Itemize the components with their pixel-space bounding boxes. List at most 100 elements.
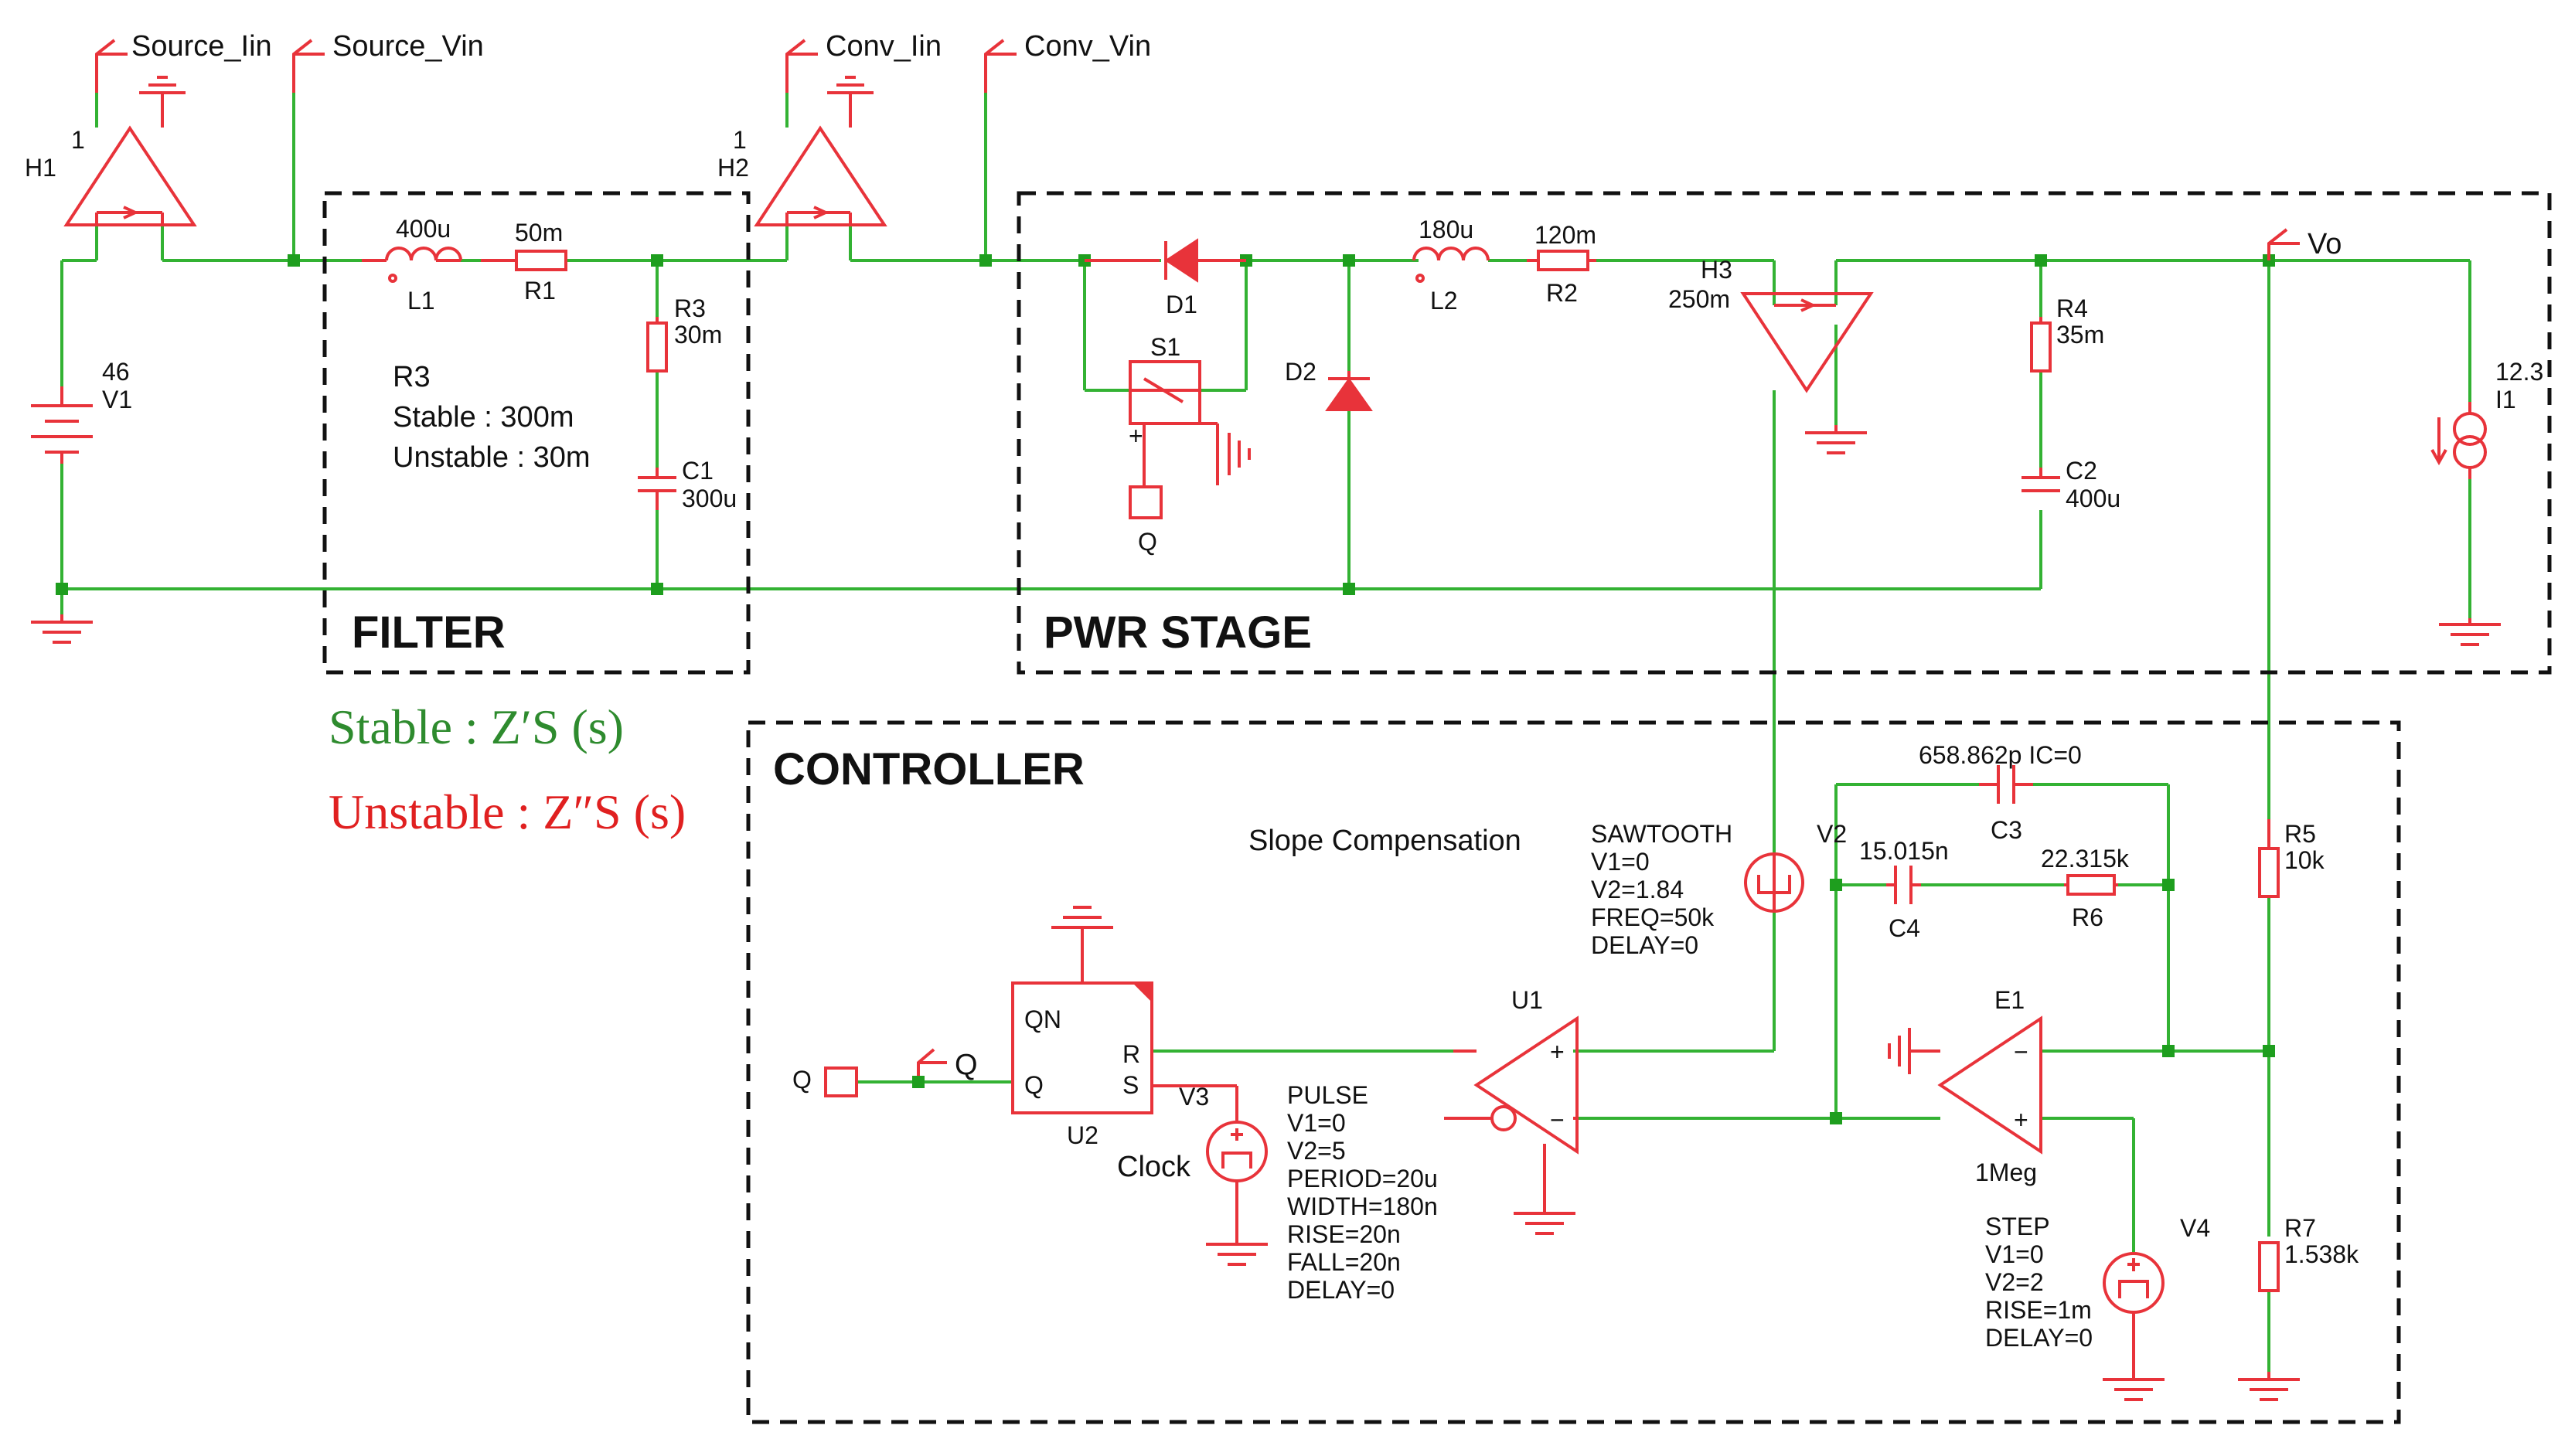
svg-text:+: + (1129, 422, 1143, 450)
capacitor-c3: 658.862p IC=0 C3 (1919, 741, 2082, 844)
current-sensor-h1: 1 H1 (25, 76, 197, 226)
svg-text:DELAY=0: DELAY=0 (1985, 1324, 2093, 1352)
diode-d2: D2 (1285, 358, 1373, 411)
svg-text:Q: Q (792, 1066, 812, 1094)
svg-text:Q: Q (1024, 1071, 1044, 1099)
svg-text:L1: L1 (407, 287, 435, 315)
probe-label: Vo (2308, 228, 2342, 260)
svg-text:D1: D1 (1166, 291, 1197, 318)
flip-flop-u2: QN Q R S U2 V3 (1011, 927, 1238, 1149)
probe-label: Conv_Vin (1024, 30, 1151, 63)
svg-text:RISE=20n: RISE=20n (1287, 1220, 1401, 1248)
svg-text:Unstable : 30m: Unstable : 30m (393, 441, 591, 474)
svg-text:46: 46 (102, 358, 130, 386)
junctions (56, 254, 2275, 1124)
clock-label: Clock (1117, 1151, 1191, 1183)
svg-text:V1=0: V1=0 (1985, 1240, 2044, 1268)
voltage-source-v1: 46 V1 (31, 358, 132, 464)
resistor-r5: R5 10k (2258, 819, 2325, 898)
svg-text:V3: V3 (1179, 1083, 1209, 1111)
svg-text:22.315k: 22.315k (2041, 845, 2130, 873)
svg-text:U2: U2 (1067, 1121, 1098, 1149)
svg-text:V2=5: V2=5 (1287, 1137, 1346, 1165)
step-source-v4: V4 STEP V1=0 V2=2 RISE=1m DELAY=0 (1985, 1213, 2210, 1352)
probe-conv-vin: Conv_Vin (984, 30, 1151, 93)
svg-text:35m: 35m (2056, 321, 2104, 349)
probe-label: Source_Iin (131, 30, 272, 63)
resistor-r1: 50m R1 (481, 219, 567, 304)
switch-s1: + S1 Q (1129, 333, 1251, 556)
svg-text:V1=0: V1=0 (1287, 1109, 1346, 1137)
svg-text:R4: R4 (2056, 294, 2088, 322)
probe-q: Q (917, 1048, 978, 1081)
svg-text:PULSE: PULSE (1287, 1081, 1368, 1109)
svg-text:120m: 120m (1534, 221, 1596, 249)
resistor-r4: R4 35m (2030, 294, 2104, 373)
filter-section-label: FILTER (352, 607, 506, 658)
svg-text:C4: C4 (1889, 914, 1920, 942)
svg-text:DELAY=0: DELAY=0 (1591, 931, 1698, 959)
svg-text:H3: H3 (1701, 256, 1732, 284)
svg-text:50m: 50m (515, 219, 563, 247)
svg-text:12.3: 12.3 (2495, 358, 2543, 386)
svg-text:FALL=20n: FALL=20n (1287, 1248, 1401, 1276)
svg-text:C1: C1 (682, 457, 714, 485)
current-source-i1: 12.3 I1 (2430, 358, 2543, 479)
svg-text:R3: R3 (393, 361, 431, 393)
probe-label: Q (955, 1049, 978, 1081)
svg-text:658.862p IC=0: 658.862p IC=0 (1919, 741, 2082, 769)
svg-text:400u: 400u (396, 215, 451, 243)
svg-text:300u: 300u (682, 485, 737, 512)
amplifier-e1: − + E1 1Meg (1937, 986, 2042, 1186)
svg-text:D2: D2 (1285, 358, 1316, 386)
svg-text:R7: R7 (2284, 1214, 2316, 1242)
pulse-source-v3: PULSE V1=0 V2=5 PERIOD=20u WIDTH=180n RI… (1206, 1081, 1438, 1304)
svg-text:DELAY=0: DELAY=0 (1287, 1276, 1395, 1304)
inductor-l2: 180u L2 (1412, 216, 1490, 315)
svg-text:180u: 180u (1419, 216, 1473, 243)
svg-text:15.015n: 15.015n (1859, 837, 1949, 865)
capacitor-c2: C2 400u (2022, 457, 2120, 512)
svg-text:1Meg: 1Meg (1975, 1158, 2037, 1186)
svg-text:V4: V4 (2180, 1214, 2210, 1242)
svg-text:R: R (1122, 1040, 1140, 1068)
svg-text:−: − (2014, 1038, 2028, 1066)
svg-text:R5: R5 (2284, 820, 2316, 848)
svg-text:C3: C3 (1991, 816, 2022, 844)
legend: Stable : Z′S (s) Unstable : Z″S (s) (329, 699, 686, 839)
q-port: Q (792, 1066, 858, 1097)
svg-text:−: − (1550, 1106, 1565, 1134)
ground-symbols (31, 425, 2501, 1401)
svg-text:R1: R1 (524, 277, 556, 304)
svg-text:E1: E1 (1994, 986, 2025, 1014)
svg-text:V1: V1 (102, 386, 132, 413)
svg-text:L2: L2 (1430, 287, 1458, 315)
svg-text:FREQ=50k: FREQ=50k (1591, 903, 1715, 931)
resistor-r6: 22.315k R6 (2041, 845, 2130, 931)
svg-text:250m: 250m (1668, 285, 1730, 313)
probe-source-vin: Source_Vin (292, 30, 484, 93)
svg-text:PERIOD=20u: PERIOD=20u (1287, 1165, 1438, 1192)
svg-text:1: 1 (71, 126, 85, 154)
wires (60, 93, 2471, 1372)
controller-section-label: CONTROLLER (773, 744, 1085, 794)
resistor-r2: 120m R2 (1527, 221, 1596, 307)
comparator-u1: + − U1 (1444, 986, 1579, 1155)
capacitor-c4: 15.015n C4 (1859, 837, 1949, 942)
svg-text:+: + (1550, 1038, 1565, 1066)
controller-section-box (746, 720, 2401, 1424)
slope-compensation-label: Slope Compensation (1248, 825, 1521, 857)
r3-value-note: R3 Stable : 300m Unstable : 30m (393, 361, 591, 474)
svg-text:Q: Q (1138, 528, 1157, 556)
pwr-stage-section-label: PWR STAGE (1044, 607, 1312, 658)
probe-label: Conv_Iin (826, 30, 942, 63)
svg-text:QN: QN (1024, 1005, 1061, 1033)
svg-text:R2: R2 (1546, 279, 1578, 307)
svg-text:S1: S1 (1150, 333, 1180, 361)
svg-text:RISE=1m: RISE=1m (1985, 1296, 2092, 1324)
svg-text:10k: 10k (2284, 846, 2325, 874)
svg-text:1.538k: 1.538k (2284, 1240, 2359, 1268)
resistor-r3: R3 30m (646, 294, 722, 373)
probe-label: Source_Vin (332, 30, 484, 63)
